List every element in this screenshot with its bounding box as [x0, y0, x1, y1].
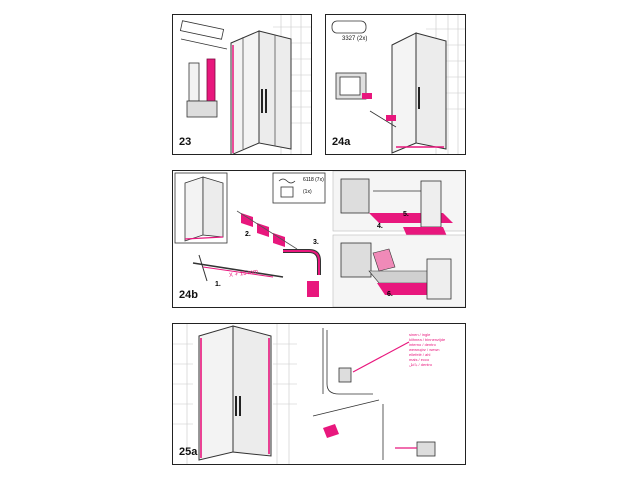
panel-step-25a: sinen / ingle kiihnea / binnenzijde inte… — [172, 323, 466, 465]
sub-step-6: 6. — [387, 291, 393, 298]
silicone-sealing-diagram — [173, 324, 436, 464]
seal-cutting-diagram — [174, 171, 465, 307]
step-number: 23 — [179, 136, 192, 148]
note-line: wewnątrz / wewn — [409, 347, 440, 352]
note-line: mais / ecco — [409, 357, 430, 362]
part-number-top: 6118 (7x) — [303, 177, 324, 183]
sub-step-4: 4. — [377, 223, 383, 230]
sub-step-2: 2. — [245, 231, 251, 238]
note-line: sinen / ingle — [409, 332, 431, 337]
step-number: 25a — [179, 446, 198, 458]
panel-step-24a: 3327 (2x) 24a — [325, 14, 466, 155]
sub-step-1: 1. — [215, 281, 221, 288]
step-number: 24a — [332, 136, 351, 148]
sub-step-5: 5. — [403, 211, 409, 218]
part-number-label: 3327 (2x) — [342, 36, 368, 42]
sub-step-3: 3. — [313, 239, 319, 246]
step-number: 24b — [179, 289, 198, 301]
shower-door-diagram — [179, 15, 311, 154]
inside-note: sinen / ingle kiihnea / binnenzijde inte… — [409, 332, 465, 367]
note-line: داخل / dentro — [409, 362, 433, 367]
panel-step-23: 23 — [172, 14, 312, 155]
part-number-bottom: (1x) — [303, 189, 312, 195]
note-line: kiihnea / binnenzijde — [409, 337, 446, 342]
bottom-seal-diagram — [331, 15, 465, 154]
note-line: ellefelé / ahl — [409, 352, 431, 357]
note-line: interno / dentro — [409, 342, 436, 347]
panel-step-24b: 6118 (7x) (1x) X + 15 mm 1. 2. 3. 4. 5. … — [172, 170, 466, 308]
